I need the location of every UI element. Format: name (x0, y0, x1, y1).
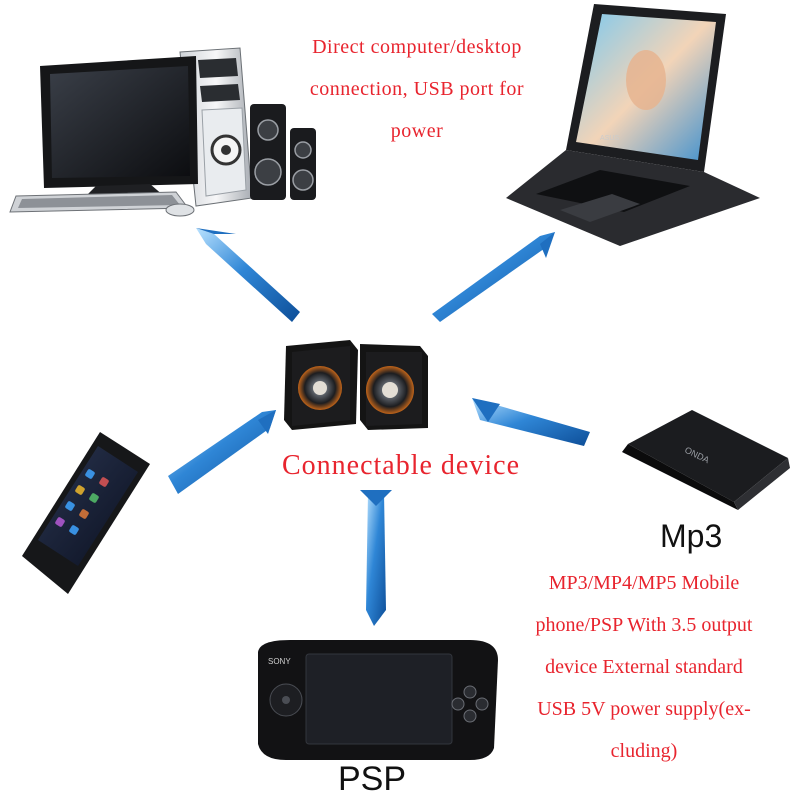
arrow-from-psp (360, 490, 392, 626)
compatible-devices-note: MP3/MP4/MP5 Mobile phone/PSP With 3.5 ou… (488, 562, 800, 772)
arrow-from-laptop (432, 232, 555, 322)
mobile-phone-icon (22, 432, 150, 594)
bottom-note-line-1: MP3/MP4/MP5 Mobile (548, 572, 740, 594)
arrow-from-phone (168, 410, 276, 494)
mp3-label: Mp3 (660, 518, 723, 554)
laptop-icon: ASUS (506, 4, 760, 246)
arrow-from-desktop (196, 228, 300, 322)
arrow-from-mp3 (472, 398, 590, 446)
svg-text:ASUS: ASUS (600, 135, 619, 142)
bottom-note-line-2: phone/PSP With 3.5 output (535, 614, 753, 636)
bottom-note-line-3: device External standard (545, 656, 743, 678)
top-note-line-3: power (390, 120, 444, 142)
top-note-line-1: Direct computer/desktop (312, 36, 522, 58)
psp-label: PSP (338, 760, 407, 798)
top-note-line-2: connection, USB port for (309, 78, 525, 100)
bottom-note-line-4: USB 5V power supply(ex- (537, 698, 751, 720)
power-connection-note: Direct computer/desktop connection, USB … (262, 26, 572, 152)
bottom-note-line-5: cluding) (610, 740, 678, 762)
mp3-player-icon: ONDA (622, 410, 790, 510)
connectable-device-label: Connectable device (281, 450, 520, 481)
speakers-icon (284, 340, 428, 430)
psp-console-icon: SONY (258, 640, 498, 760)
svg-text:SONY: SONY (268, 657, 291, 666)
desktop-computer-icon (9, 47, 316, 217)
